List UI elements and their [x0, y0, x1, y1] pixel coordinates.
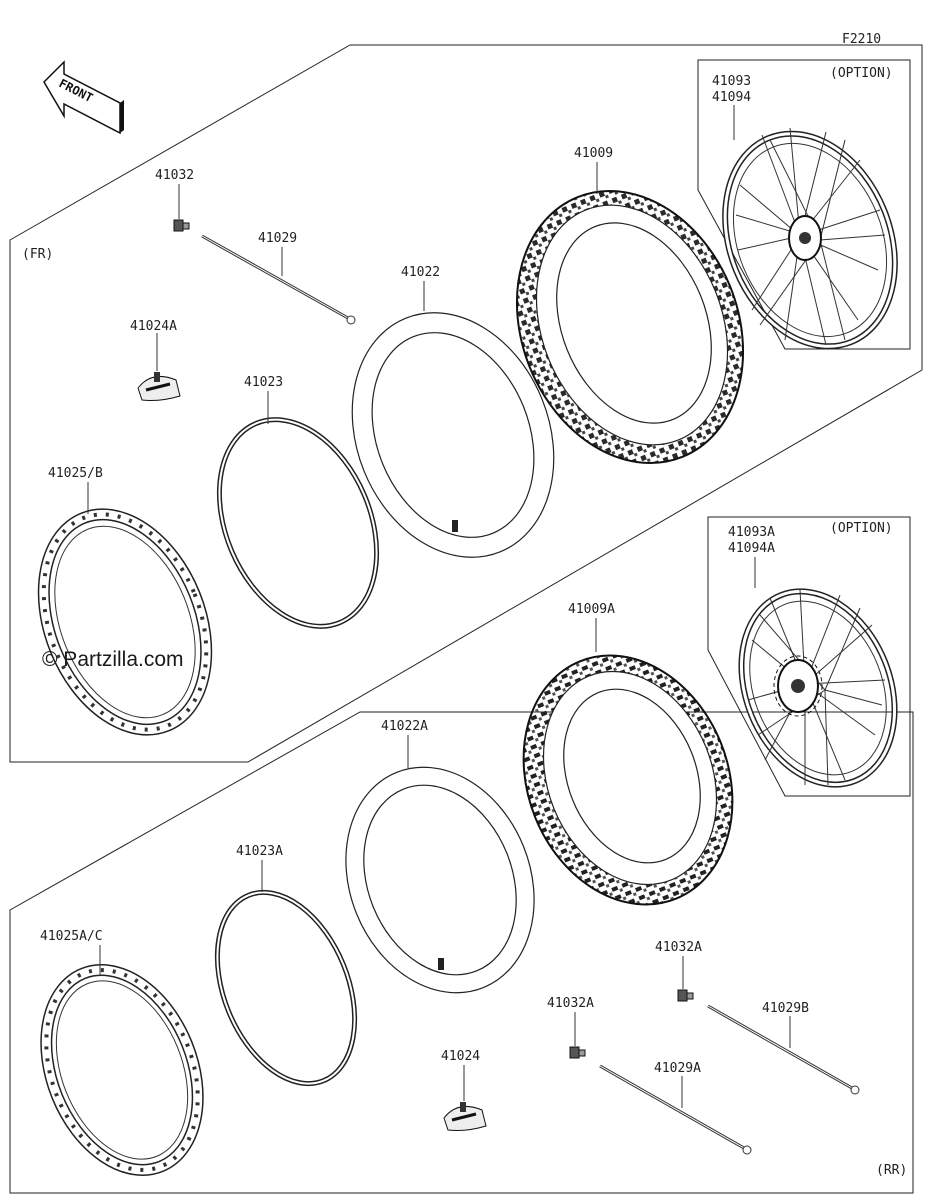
label-41094: 41094 [712, 90, 751, 105]
spoke-41029A [599, 1064, 752, 1155]
option-front-label: (OPTION) [830, 66, 893, 81]
front-arrow-icon: FRONT [43, 60, 124, 135]
label-41023A: 41023A [236, 844, 283, 859]
label-41024: 41024 [441, 1049, 480, 1064]
label-41022: 41022 [401, 265, 440, 280]
spoke-41029 [201, 234, 356, 325]
rim-band-41023 [216, 417, 380, 629]
rim-41025AC [40, 964, 204, 1176]
inner-tube-41022 [351, 312, 555, 558]
label-41009: 41009 [574, 146, 613, 161]
nipple-41032A-lower [569, 1046, 586, 1059]
label-41025B: 41025/B [48, 466, 103, 481]
label-41093: 41093 [712, 74, 751, 89]
rim-lock-41024A [137, 372, 181, 401]
option-rear-label: (OPTION) [830, 521, 893, 536]
tire-41009 [515, 190, 745, 464]
label-41032A-upper: 41032A [655, 940, 702, 955]
nipple-41032A-upper [677, 989, 694, 1002]
rear-section-label: (RR) [876, 1163, 907, 1178]
front-section-box [9, 44, 923, 763]
label-41094A: 41094A [728, 541, 775, 556]
label-41093A: 41093A [728, 525, 775, 540]
tire-41009A [522, 654, 734, 906]
nipple-41032 [173, 219, 190, 232]
label-41022A: 41022A [381, 719, 428, 734]
label-41032A-lower: 41032A [547, 996, 594, 1011]
watermark-text: © Partzilla.com [42, 648, 184, 671]
label-41029A: 41029A [654, 1061, 701, 1076]
label-41025AC: 41025A/C [40, 929, 103, 944]
option-front-box [697, 59, 911, 350]
rim-band-41023A [214, 889, 358, 1087]
label-41009A: 41009A [568, 602, 615, 617]
rim-41025B [37, 508, 213, 736]
spoke-41029B [707, 1004, 860, 1095]
label-41032: 41032 [155, 168, 194, 183]
wheel-assy-41093A [738, 588, 898, 788]
option-rear-box [707, 516, 911, 797]
label-41023: 41023 [244, 375, 283, 390]
figure-code: F2210 [842, 32, 881, 47]
front-section-label: (FR) [22, 247, 53, 262]
rear-section-box [9, 711, 914, 1194]
label-41029B: 41029B [762, 1001, 809, 1016]
label-41024A: 41024A [130, 319, 177, 334]
inner-tube-41022A [345, 766, 535, 994]
wheel-assy-41093 [722, 127, 898, 350]
label-41029: 41029 [258, 231, 297, 246]
rim-lock-41024 [443, 1102, 487, 1131]
